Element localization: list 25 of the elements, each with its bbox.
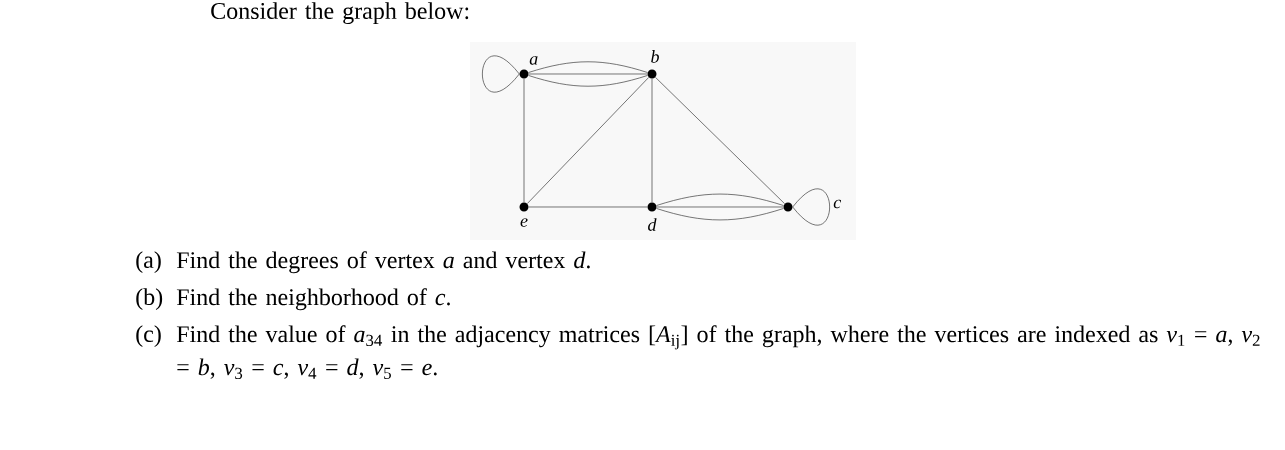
graph-edge <box>528 75 648 87</box>
graph-edge <box>792 188 830 226</box>
item-marker: (b) <box>136 288 163 310</box>
graph-edge <box>523 78 525 203</box>
graph-edge <box>656 208 784 221</box>
vertex-label: d <box>648 218 657 231</box>
graph-edge <box>528 73 648 75</box>
graph-edge <box>528 61 648 73</box>
graph-edge <box>656 193 784 206</box>
item-marker: (a) <box>136 251 161 273</box>
graph-edge <box>482 55 520 93</box>
graph-edge <box>526 77 650 204</box>
vertex-label: a <box>529 56 538 65</box>
graph-edge <box>528 206 648 208</box>
item-marker: (c) <box>136 325 161 347</box>
vertex-label: e <box>520 218 528 227</box>
graph-edge <box>655 76 785 205</box>
question-text: Find the neighborhood of c. <box>176 288 450 311</box>
question-text: Find the degrees of vertex a and vertex d. <box>176 251 590 274</box>
intro-text: Consider the graph below: <box>211 2 469 24</box>
graph-edge <box>656 206 784 208</box>
vertex-label: b <box>651 50 659 63</box>
vertex-label: c <box>833 199 841 209</box>
graph-edge <box>651 78 653 203</box>
question-text: Find the value of a$_{34}$ in the adjacency matrices [A$_{ij}$] of the graph, where the vertices are indexed as v$_{1}$ = a, v$_{2}$ = b, v$_{3}$ = c, v$_{4}$ = d, v$_{5}$ = e. <box>176 325 1260 379</box>
